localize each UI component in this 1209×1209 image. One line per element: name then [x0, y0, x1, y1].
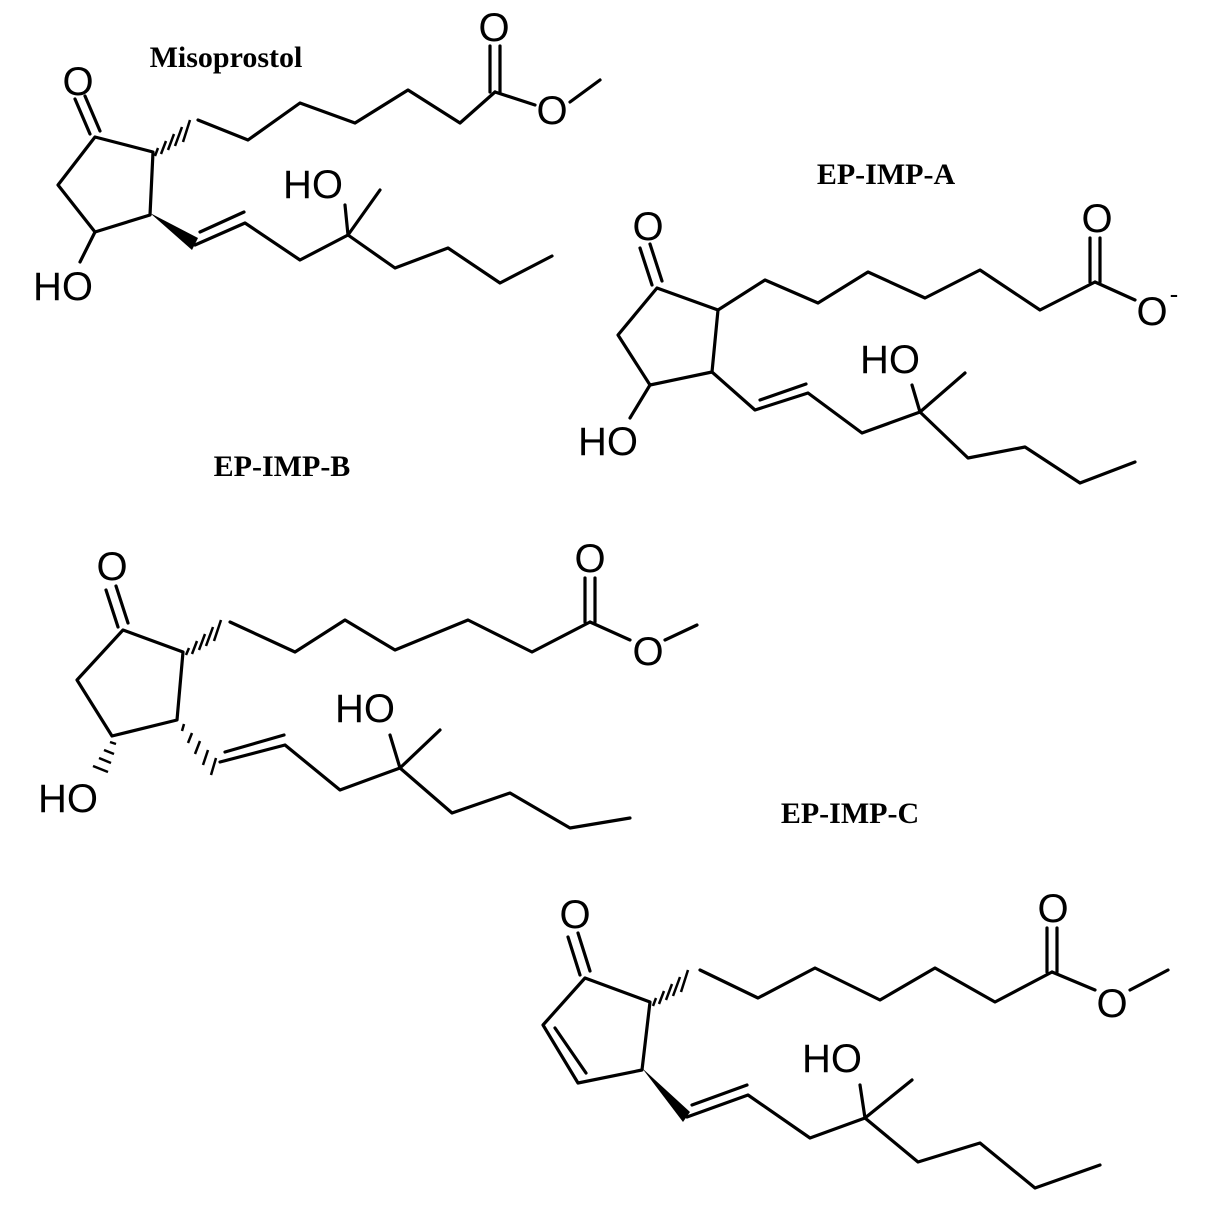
tertiary-bonds: [343, 188, 382, 237]
ester-oxygen: O: [632, 630, 663, 674]
ketone-oxygen: O: [559, 893, 590, 937]
ester-carbonyl-oxygen: O: [1037, 887, 1068, 931]
molecule-ep-imp-a: EP-IMP-A O HO HO O O -: [578, 158, 1179, 485]
ester-bond: [588, 620, 699, 642]
chain-hydroxyl: HO: [335, 687, 395, 731]
molecule-ep-imp-c: EP-IMP-C O HO O O: [541, 797, 1170, 1190]
tertiary-bonds: [858, 1078, 914, 1120]
ester-carbonyl-bond: [1045, 926, 1059, 974]
hashed-wedge-omega: [180, 723, 218, 776]
ester-bond: [493, 78, 602, 107]
ring-oh-bond: [78, 230, 97, 264]
title-ep-imp-b: EP-IMP-B: [214, 450, 351, 483]
tertiary-bonds: [910, 371, 967, 414]
carbonyl-bond: [1088, 236, 1102, 284]
omega-chain: [685, 1093, 1102, 1190]
chain-hydroxyl: HO: [802, 1037, 862, 1081]
carboxylate-oxygen: O: [1136, 290, 1167, 334]
alpha-chain: [196, 88, 497, 142]
ring-hydroxyl: HO: [38, 777, 98, 821]
trans-double-bond: [223, 733, 286, 754]
ester-oxygen: O: [1096, 982, 1127, 1026]
trans-double-bond: [758, 382, 808, 402]
negative-charge: -: [1170, 279, 1179, 309]
ring-hydroxyl: HO: [33, 265, 93, 309]
ketone-oxygen: O: [632, 205, 663, 249]
title-ep-imp-c: EP-IMP-C: [781, 797, 919, 830]
hashed-wedge: [651, 969, 690, 1007]
hashed-wedge-oh: [92, 740, 117, 774]
ketone-double-bond: [73, 94, 102, 136]
trans-double-bond: [690, 1083, 749, 1107]
hashed-wedge: [153, 119, 192, 157]
omega-chain: [710, 370, 1137, 485]
ester-carbonyl-oxygen: O: [478, 6, 509, 50]
ketone-double-bond: [566, 931, 592, 977]
omega-chain: [218, 743, 632, 830]
tertiary-bonds: [388, 728, 442, 770]
ring-bonds: [56, 135, 155, 234]
alpha-chain: [228, 618, 592, 654]
omega-chain: [193, 221, 554, 285]
ring-bonds: [75, 628, 185, 738]
ester-bond: [1050, 968, 1170, 992]
ester-carbonyl-bond: [488, 44, 502, 94]
ring-bonds: [616, 286, 720, 387]
hashed-wedge-alpha: [184, 619, 223, 656]
ester-oxygen: O: [536, 89, 567, 133]
trans-double-bond: [198, 210, 246, 234]
solid-wedge: [150, 213, 198, 250]
ring-double-bond: [553, 1026, 588, 1075]
title-misoprostol: Misoprostol: [150, 41, 303, 74]
alpha-chain: [716, 268, 1097, 312]
molecule-misoprostol: Misoprostol O HO HO O O: [33, 6, 602, 309]
ester-carbonyl-oxygen: O: [574, 537, 605, 581]
ketone-oxygen: O: [62, 60, 93, 104]
ring-oh-bond: [628, 383, 652, 420]
ring-hydroxyl: HO: [578, 420, 638, 464]
solid-wedge: [642, 1068, 690, 1122]
alpha-chain: [698, 966, 1054, 1004]
chain-hydroxyl: HO: [283, 163, 343, 207]
ketone-double-bond: [104, 584, 130, 629]
carbonyl-oxygen: O: [1081, 197, 1112, 241]
title-ep-imp-a: EP-IMP-A: [817, 158, 956, 191]
ketone-double-bond: [638, 242, 664, 287]
carboxylate-bond: [1093, 280, 1137, 302]
ester-carbonyl-bond: [583, 576, 597, 624]
ketone-oxygen: O: [96, 545, 127, 589]
molecule-ep-imp-b: EP-IMP-B O: [38, 450, 699, 830]
ring-bonds: [541, 976, 652, 1085]
chain-hydroxyl: HO: [860, 338, 920, 382]
